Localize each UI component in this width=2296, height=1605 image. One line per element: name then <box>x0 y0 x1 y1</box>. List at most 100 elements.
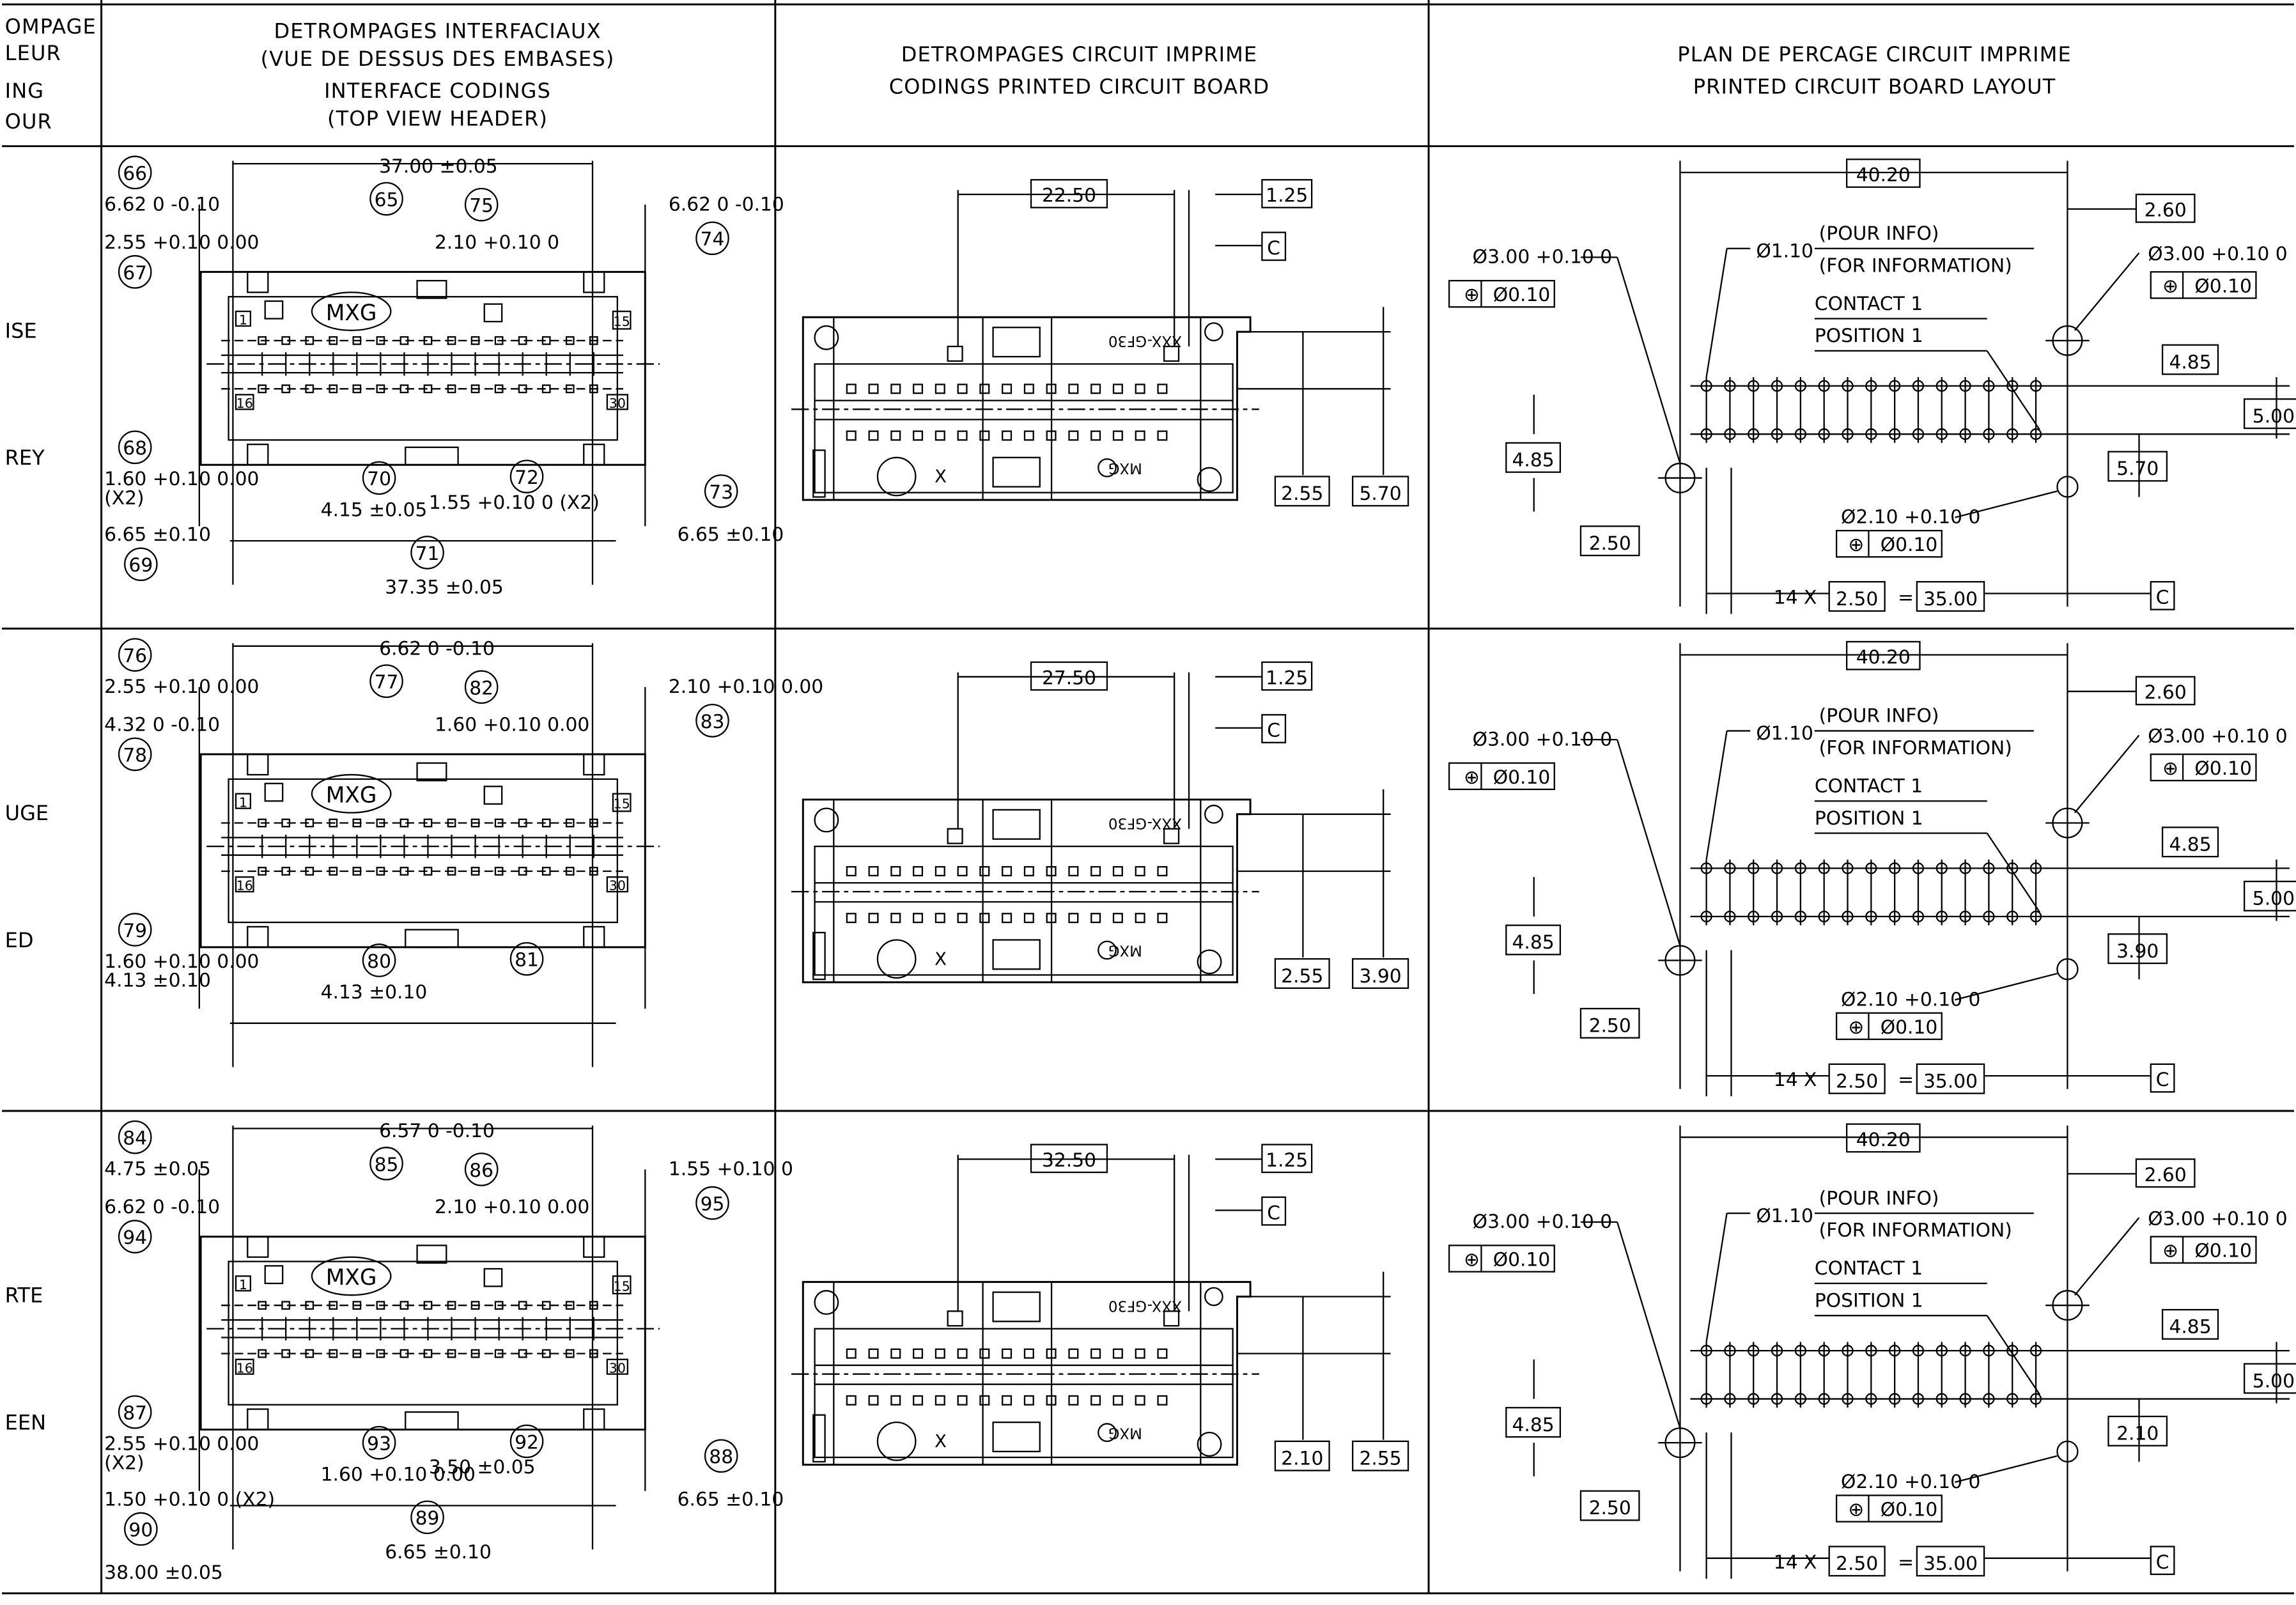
pin <box>541 818 551 828</box>
contact-note: POSITION 1 <box>1815 325 1923 347</box>
dimension-text: 6.62 0 -0.10 <box>669 193 784 215</box>
callout-number: 69 <box>128 554 153 577</box>
dimension-box <box>2161 826 2219 858</box>
callout-balloon <box>362 461 396 495</box>
pcb-pin <box>1046 865 1057 876</box>
pcb-pin <box>1090 430 1101 441</box>
leader-line <box>1955 972 2058 1001</box>
pin-16-marker <box>235 1358 254 1375</box>
leader-line <box>1616 739 1681 946</box>
layout-row-gap: 4.85 <box>1512 1414 1555 1436</box>
colour-label-fr: RTE <box>5 1283 43 1308</box>
datum-letter: C <box>2156 1551 2169 1574</box>
dimension-box <box>1274 476 1330 507</box>
callout-number: 82 <box>469 677 493 699</box>
pcb-pin <box>1157 913 1168 924</box>
dimension-text: 4.13 ±0.10 <box>104 970 211 992</box>
pin <box>376 1349 385 1358</box>
dimension-box <box>2161 1308 2219 1340</box>
pcb-pin <box>1157 430 1168 441</box>
layout-offset-dim: 2.60 <box>2145 681 2187 704</box>
position-symbol: ⊕ <box>2162 275 2178 297</box>
big-hole-diameter: Ø3.00 +0.10 0 <box>2148 243 2287 265</box>
mounting-screw <box>814 325 839 350</box>
dimension-box <box>1261 179 1313 208</box>
dimension-text: 1.60 +0.10 0.00 <box>435 713 589 736</box>
dimension-box <box>1352 958 1409 989</box>
pin <box>352 818 362 828</box>
dimension-text: 2.10 +0.10 0 <box>435 231 559 254</box>
col2-header-line: DETROMPAGES INTERFACIAUX <box>274 19 601 43</box>
callout-balloon <box>369 1147 403 1181</box>
callout-number: 89 <box>415 1507 440 1530</box>
layout-left-offset: 2.50 <box>1589 1015 1631 1037</box>
info-note: (FOR INFORMATION) <box>1819 737 2012 759</box>
polarizing-key <box>405 1411 459 1431</box>
coding-peg <box>1204 804 1223 824</box>
dimension-box <box>1505 442 1562 473</box>
polarizing-key <box>405 929 459 949</box>
pin-number: 1 <box>239 795 247 810</box>
callout-number: 73 <box>709 481 733 504</box>
pcb-pin <box>868 1395 879 1406</box>
position-symbol: ⊕ <box>1464 1248 1480 1271</box>
pcb-pitch-dim: 1.25 <box>1266 185 1308 207</box>
col1-header-line: LEUR <box>5 41 61 65</box>
logo-ellipse <box>311 291 392 331</box>
dimension-text: 6.65 ±0.10 <box>104 523 211 546</box>
dimension-text: 4.32 0 -0.10 <box>104 713 220 736</box>
pcb-pin <box>1002 865 1012 876</box>
pcb-pin <box>979 430 990 441</box>
pcb-pin <box>1023 384 1034 394</box>
tolerance-value: Ø0.10 <box>2194 1240 2252 1262</box>
pin-16-marker <box>235 876 254 893</box>
key-hole <box>2056 1440 2079 1463</box>
callout-number: 95 <box>701 1193 725 1216</box>
callout-number: 80 <box>367 950 391 973</box>
pcb-pin <box>979 865 990 876</box>
callout-number: 94 <box>123 1227 147 1249</box>
pcb-height-dim: 2.10 <box>1281 1447 1323 1469</box>
pcb-pin <box>1112 384 1123 394</box>
pcb-pin <box>1046 913 1057 924</box>
callout-number: 66 <box>123 162 147 185</box>
polarizing-key <box>405 446 459 466</box>
pcb-pin <box>1046 1348 1057 1359</box>
latch-window <box>992 456 1041 488</box>
pin <box>447 384 456 394</box>
datum-letter: C <box>1267 1202 1280 1224</box>
contact-note: POSITION 1 <box>1815 807 1923 830</box>
leader-line <box>2074 734 2140 814</box>
pcb-pin <box>1135 913 1145 924</box>
tolerance-value: Ø0.10 <box>2194 757 2252 780</box>
tolerance-frame <box>2150 271 2257 299</box>
coding-rib <box>264 782 284 802</box>
pin-number: 16 <box>237 1360 253 1376</box>
mounting-screw <box>814 1290 839 1315</box>
equals-sign: = <box>1898 1551 1914 1574</box>
dimension-box <box>2107 451 2168 482</box>
dimension-box <box>2150 1063 2175 1093</box>
callout-balloon <box>118 430 152 465</box>
leader-line <box>1955 490 2058 518</box>
pcb-marking: MXG <box>1108 460 1142 476</box>
callout-balloon <box>118 1120 152 1154</box>
pcb-height-dim: 2.55 <box>1281 965 1323 988</box>
callout-balloon <box>118 1220 152 1254</box>
big-hole-diameter: Ø3.00 +0.10 0 <box>2148 1207 2287 1230</box>
pin <box>376 336 385 345</box>
pin <box>589 1349 598 1358</box>
latch <box>583 753 605 776</box>
pin <box>329 1349 338 1358</box>
pin <box>565 1301 575 1310</box>
pcb-pin <box>1112 913 1123 924</box>
callout-number: 74 <box>701 228 725 251</box>
pcb-width-dim: 32.50 <box>1042 1149 1096 1172</box>
layout-key-offset: 3.90 <box>2116 940 2159 963</box>
pin <box>494 1301 504 1310</box>
pcb-pin <box>1090 865 1101 876</box>
